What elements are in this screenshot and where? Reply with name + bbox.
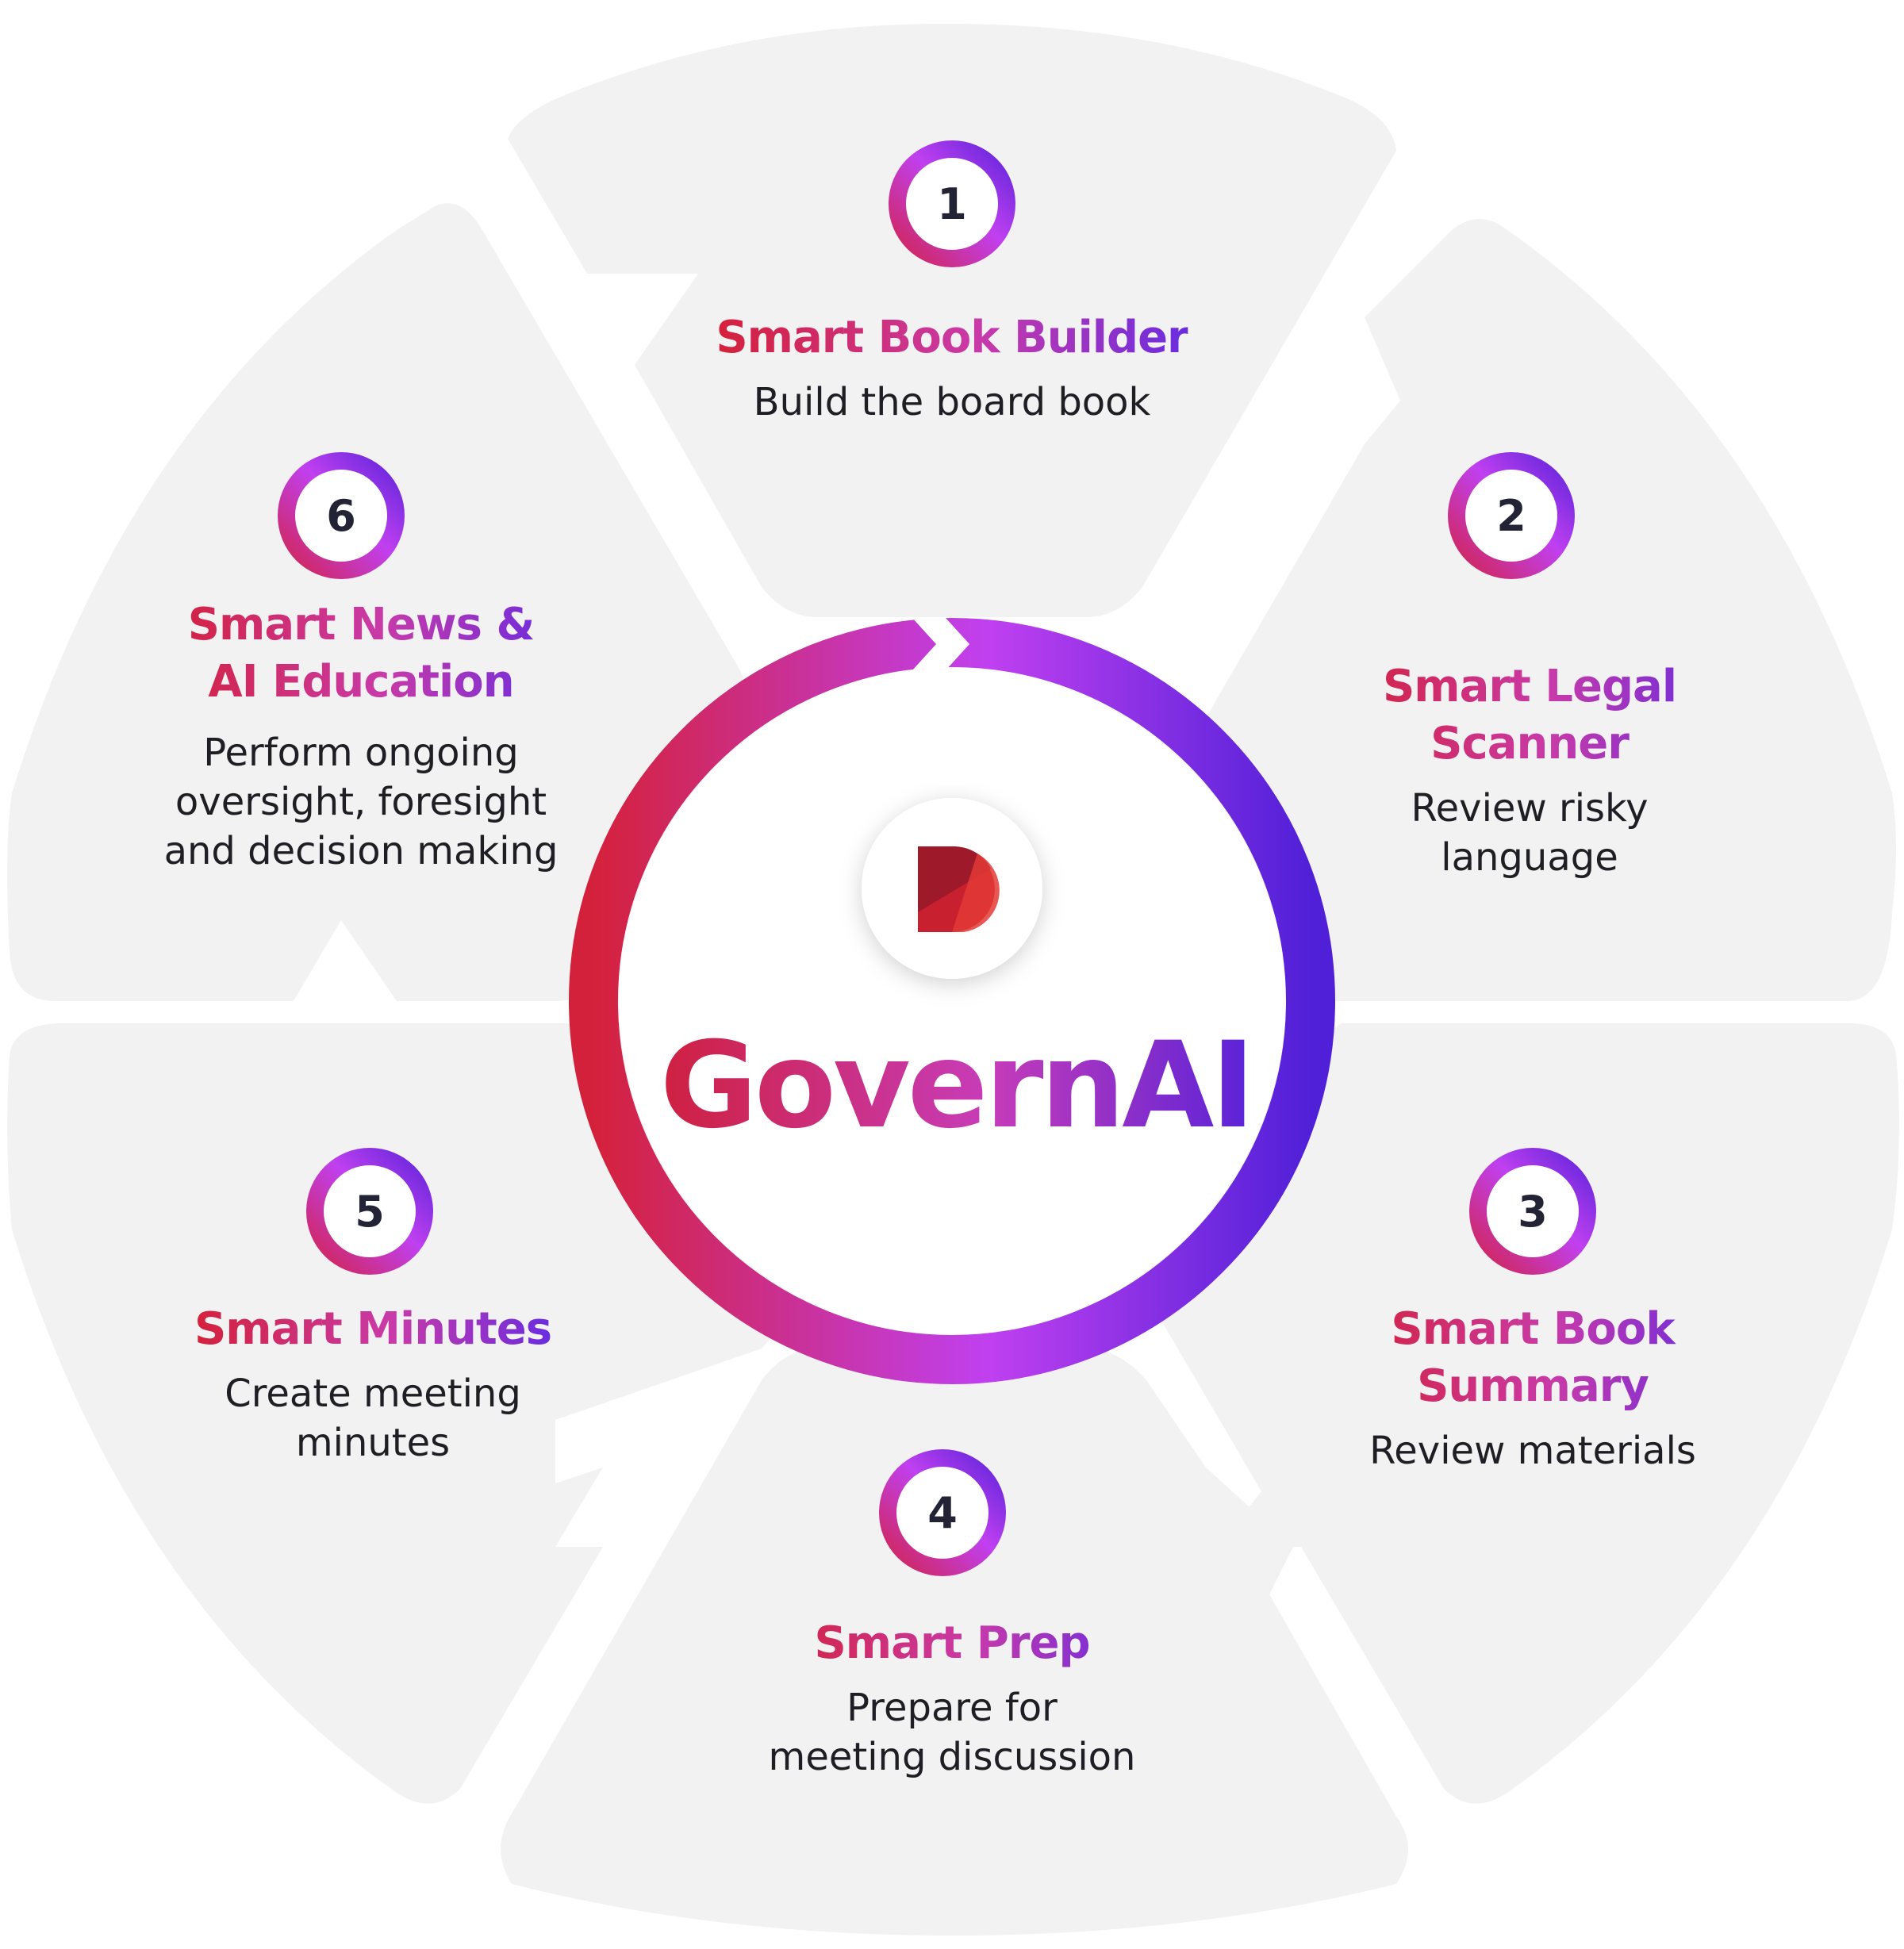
badge-number: 2 [1496, 491, 1526, 541]
step-title: Smart Book Builder [716, 309, 1188, 366]
step-description: Perform ongoing oversight, foresight and… [163, 731, 559, 873]
badge-inner [906, 158, 998, 250]
badge-inner [1465, 470, 1557, 562]
segments-group [7, 23, 1899, 1936]
badge-number: 6 [326, 491, 356, 541]
step-title: Smart Book Summary [1347, 1301, 1718, 1415]
segment-5 [7, 1023, 793, 1804]
step-badge-1: 1 [889, 140, 1015, 267]
segment-3 [1115, 1023, 1899, 1804]
badge-number: 1 [937, 179, 967, 229]
segment-4 [501, 1349, 1408, 1936]
badge-inner [896, 1467, 988, 1559]
badge-inner [295, 470, 387, 562]
step-title: Smart Prep [769, 1615, 1136, 1672]
step-title: Smart Legal Scanner [1342, 658, 1717, 773]
step-badge-2: 2 [1448, 452, 1575, 579]
step-badge-5: 5 [306, 1148, 433, 1275]
badges-group: 1 2 3 4 5 6 [278, 140, 1596, 1576]
badge-inner [1487, 1165, 1579, 1257]
step-description: Prepare for meeting discussion [768, 1686, 1136, 1779]
central-ring [569, 618, 1335, 1384]
center-disc [619, 668, 1285, 1334]
step-title: Smart Minutes [194, 1301, 552, 1358]
step-title: Smart News & AI Education [164, 597, 559, 711]
badge-inner [324, 1165, 416, 1257]
step-description: Create meeting minutes [225, 1372, 521, 1465]
segment-2 [1194, 219, 1896, 1001]
badge-number: 4 [927, 1488, 958, 1538]
badge-number: 5 [355, 1187, 385, 1237]
segment-1 [508, 23, 1396, 617]
step-badge-3: 3 [1469, 1148, 1596, 1275]
step-badge-6: 6 [278, 452, 405, 579]
letter-d-logo-icon [862, 798, 1042, 979]
step-description: Build the board book [753, 380, 1151, 424]
step-description: Review materials [1369, 1429, 1696, 1473]
segment-6 [7, 203, 750, 1002]
brand-wordmark: GovernAI [659, 1017, 1255, 1155]
badge-number: 3 [1518, 1187, 1548, 1237]
step-description: Review risky language [1411, 786, 1649, 880]
step-badge-4: 4 [879, 1449, 1006, 1576]
ring-arrow-notch [912, 618, 969, 670]
